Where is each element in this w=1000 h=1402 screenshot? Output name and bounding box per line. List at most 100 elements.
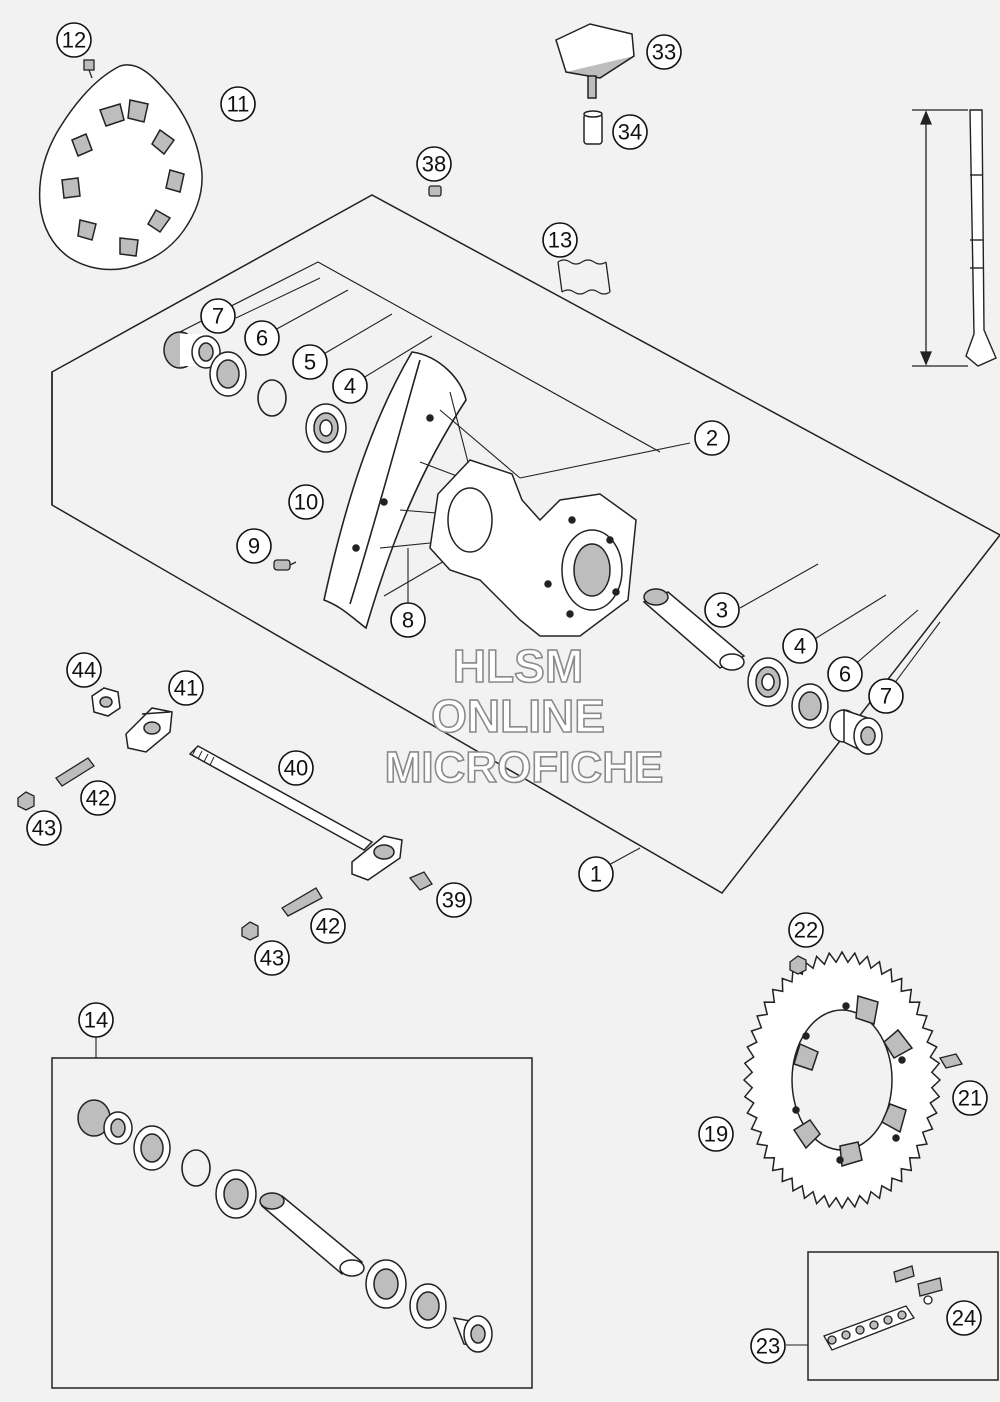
rim-band-part xyxy=(557,259,611,295)
kit-spacer-right-part xyxy=(452,1315,493,1353)
callout-8[interactable]: 8 xyxy=(390,602,426,638)
bearing-left-part xyxy=(305,403,347,453)
svg-text:8: 8 xyxy=(402,608,414,633)
callout-10[interactable]: 10 xyxy=(288,484,324,520)
callout-9[interactable]: 9 xyxy=(236,528,272,564)
callout-4-right[interactable]: 4 xyxy=(782,628,818,664)
callout-34[interactable]: 34 xyxy=(612,114,648,150)
callout-14[interactable]: 14 xyxy=(78,1002,114,1038)
svg-text:6: 6 xyxy=(256,326,268,351)
callout-6-left[interactable]: 6 xyxy=(244,320,280,356)
callout-40[interactable]: 40 xyxy=(278,750,314,786)
spacer-right-part xyxy=(829,708,883,756)
circlip-left-part xyxy=(257,379,287,417)
callout-43-upper[interactable]: 43 xyxy=(26,810,62,846)
svg-text:40: 40 xyxy=(284,756,308,781)
spacer-left-part xyxy=(163,331,221,369)
svg-text:44: 44 xyxy=(72,658,96,683)
callout-42-upper[interactable]: 42 xyxy=(80,780,116,816)
callout-1[interactable]: 1 xyxy=(578,856,614,892)
svg-text:22: 22 xyxy=(794,918,818,943)
callout-39[interactable]: 39 xyxy=(436,882,472,918)
wheel-assembly-outline xyxy=(51,194,1000,894)
kit-seal-left-part xyxy=(133,1125,171,1171)
axle-nut-part xyxy=(91,687,121,717)
svg-text:39: 39 xyxy=(442,888,466,913)
spoke-part xyxy=(965,109,997,367)
callout-24[interactable]: 24 xyxy=(946,1300,982,1336)
svg-text:43: 43 xyxy=(260,946,284,971)
svg-text:4: 4 xyxy=(344,374,356,399)
svg-text:1: 1 xyxy=(590,862,602,887)
callout-5[interactable]: 5 xyxy=(292,344,328,380)
kit-bearing-right-part xyxy=(365,1259,407,1309)
adjuster-nut-upper-part xyxy=(17,791,35,811)
callout-7-right[interactable]: 7 xyxy=(868,678,904,714)
watermark-line-1: HLSM xyxy=(453,640,583,692)
svg-text:7: 7 xyxy=(212,304,224,329)
svg-text:2: 2 xyxy=(706,426,718,451)
axle-screw-part xyxy=(408,871,433,891)
chain-part xyxy=(823,1305,915,1351)
callout-33[interactable]: 33 xyxy=(646,34,682,70)
callout-21[interactable]: 21 xyxy=(952,1080,988,1116)
svg-text:42: 42 xyxy=(316,914,340,939)
callout-19[interactable]: 19 xyxy=(698,1116,734,1152)
disc-screw-part xyxy=(83,59,95,79)
callout-42-lower[interactable]: 42 xyxy=(310,908,346,944)
callout-38[interactable]: 38 xyxy=(416,146,452,182)
sprocket-screw-part xyxy=(938,1053,964,1069)
kit-circlip-part xyxy=(181,1149,211,1187)
svg-text:34: 34 xyxy=(618,120,642,145)
chain-adjuster-part xyxy=(125,707,173,753)
callout-41[interactable]: 41 xyxy=(168,670,204,706)
callout-43-lower[interactable]: 43 xyxy=(254,940,290,976)
adjuster-nut-lower-part xyxy=(241,921,259,941)
adjuster-screw-upper-part xyxy=(55,757,95,787)
svg-text:38: 38 xyxy=(422,152,446,177)
callout-23[interactable]: 23 xyxy=(750,1328,786,1364)
svg-text:21: 21 xyxy=(958,1086,982,1111)
svg-text:42: 42 xyxy=(86,786,110,811)
spoke-nipple-part xyxy=(273,559,297,571)
callout-12[interactable]: 12 xyxy=(56,22,92,58)
callout-13[interactable]: 13 xyxy=(542,222,578,258)
adjuster-screw-lower-part xyxy=(281,887,323,917)
svg-text:14: 14 xyxy=(84,1008,108,1033)
watermark-line-3: MICROFICHE xyxy=(385,743,664,792)
svg-text:43: 43 xyxy=(32,816,56,841)
rim-lock-part xyxy=(555,23,635,99)
svg-text:11: 11 xyxy=(227,92,250,117)
svg-text:19: 19 xyxy=(704,1122,728,1147)
rim-part xyxy=(323,351,467,630)
callout-4-left[interactable]: 4 xyxy=(332,368,368,404)
bearing-right-part xyxy=(747,657,789,707)
svg-text:13: 13 xyxy=(548,228,572,253)
callout-layer: 12 11 33 34 38 13 7 6 5 4 2 10 9 8 3 4 6… xyxy=(26,22,988,1364)
master-link-part xyxy=(893,1265,943,1305)
svg-text:24: 24 xyxy=(952,1306,976,1331)
callout-2[interactable]: 2 xyxy=(694,420,730,456)
callout-3[interactable]: 3 xyxy=(704,592,740,628)
callout-22[interactable]: 22 xyxy=(788,912,824,948)
svg-text:9: 9 xyxy=(248,534,260,559)
callout-11[interactable]: 11 xyxy=(220,86,256,122)
svg-text:33: 33 xyxy=(652,40,676,65)
svg-text:4: 4 xyxy=(794,634,806,659)
callout-6-right[interactable]: 6 xyxy=(827,656,863,692)
axle-part xyxy=(188,745,403,881)
watermark: HLSM ONLINE MICROFICHE xyxy=(384,639,664,793)
hub-part xyxy=(429,459,637,637)
kit-distance-tube-part xyxy=(259,1192,365,1277)
svg-text:5: 5 xyxy=(304,350,316,375)
kit-seal-right-part xyxy=(409,1283,447,1329)
callout-44[interactable]: 44 xyxy=(66,652,102,688)
brake-disc-part xyxy=(38,64,203,271)
callout-7-left[interactable]: 7 xyxy=(200,298,236,334)
spoke-dimension xyxy=(912,109,968,367)
kit-bearing-left-part xyxy=(215,1169,257,1219)
svg-text:6: 6 xyxy=(839,662,851,687)
watermark-line-2: ONLINE xyxy=(431,690,605,742)
bearing-kit-box xyxy=(51,1057,533,1389)
